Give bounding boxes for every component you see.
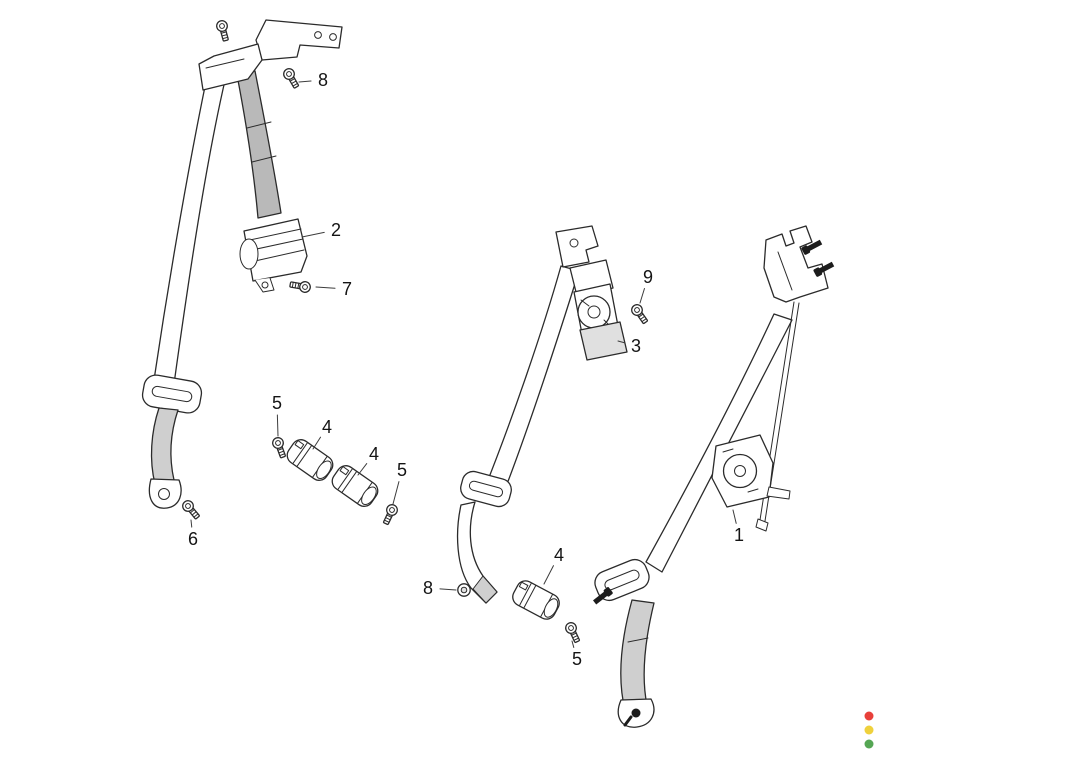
callout-3: 3 <box>617 336 641 356</box>
callout-leader-line <box>617 340 625 344</box>
belt-strap-tail <box>150 407 179 485</box>
callout-label: 5 <box>572 649 582 669</box>
callout-leader-line <box>190 519 193 528</box>
bolt-part-8 <box>281 66 302 91</box>
availability-indicator <box>864 711 874 749</box>
bolt-part-7 <box>288 278 312 294</box>
callout-label: 5 <box>272 393 282 413</box>
callout-4: 4 <box>357 444 379 476</box>
buckle-part-4 <box>283 435 337 485</box>
callout-label: 4 <box>554 545 564 565</box>
callout-label: 3 <box>631 336 641 356</box>
callout-label: 1 <box>734 525 744 545</box>
callout-label: 8 <box>423 578 433 598</box>
callout-leader-line <box>392 481 400 505</box>
nut-part-8 <box>457 583 471 597</box>
callout-label: 4 <box>322 417 332 437</box>
callout-leader-line <box>732 509 737 524</box>
callout-leader-line <box>312 436 322 450</box>
callout-label: 8 <box>318 70 328 90</box>
belt-strap <box>483 265 580 498</box>
callout-7: 7 <box>315 279 352 299</box>
retractor-part-2 <box>239 218 308 293</box>
status-dot-red <box>864 711 874 721</box>
callout-leader-line <box>315 286 336 289</box>
callout-2: 2 <box>301 220 341 240</box>
callout-label: 5 <box>397 460 407 480</box>
callout-leader-line <box>639 287 645 304</box>
callout-label: 2 <box>331 220 341 240</box>
callout-leader-line <box>298 80 312 83</box>
retractor-part-1 <box>711 434 791 508</box>
callout-5: 5 <box>571 640 582 669</box>
callout-8: 8 <box>423 578 457 598</box>
callout-6: 6 <box>188 519 198 549</box>
status-dot-yellow <box>864 725 874 735</box>
belt-strap-tail <box>620 599 655 711</box>
callout-leader-line <box>571 640 575 648</box>
seatbelt-assembly-left <box>141 18 343 522</box>
bolt-part-6 <box>179 497 203 522</box>
callout-leader-line <box>276 414 279 437</box>
seatbelt-assembly-right <box>591 225 836 728</box>
buckle-group <box>270 435 400 527</box>
retractor-part-3 <box>569 259 628 361</box>
callout-label: 6 <box>188 529 198 549</box>
callout-4: 4 <box>543 545 564 585</box>
status-dot-green <box>864 739 874 749</box>
mounting-bracket <box>255 19 343 61</box>
bolt-part-9 <box>628 301 651 326</box>
callout-leader-line <box>301 231 325 238</box>
callout-leader-line <box>439 588 457 591</box>
callout-5: 5 <box>392 460 407 505</box>
callout-8: 8 <box>298 70 328 90</box>
buckle-part-4 <box>508 577 564 623</box>
callout-5: 5 <box>272 393 282 437</box>
buckle-part-4 <box>328 461 382 511</box>
bolt-part <box>214 18 232 43</box>
callout-label: 7 <box>342 279 352 299</box>
belt-strap-shoulder <box>236 70 282 219</box>
belt-strap <box>645 313 793 573</box>
anchor-tab <box>555 225 599 268</box>
belt-strap <box>153 71 227 385</box>
callout-1: 1 <box>732 509 744 545</box>
bolt-part-5 <box>270 435 289 460</box>
callout-label: 9 <box>643 267 653 287</box>
callout-4: 4 <box>312 417 332 450</box>
callout-leader-line <box>543 565 554 585</box>
bolt-part-5 <box>380 502 400 527</box>
bracket-arm <box>198 43 263 91</box>
callout-9: 9 <box>639 267 653 304</box>
pillar-bracket <box>763 225 829 303</box>
seatbelt-assembly-middle <box>456 225 651 645</box>
bolt-part-5 <box>563 620 583 645</box>
latch-plate-loop <box>141 374 203 414</box>
latch-plate-loop <box>460 470 512 508</box>
callout-label: 4 <box>369 444 379 464</box>
callout-leader-line <box>357 463 368 476</box>
